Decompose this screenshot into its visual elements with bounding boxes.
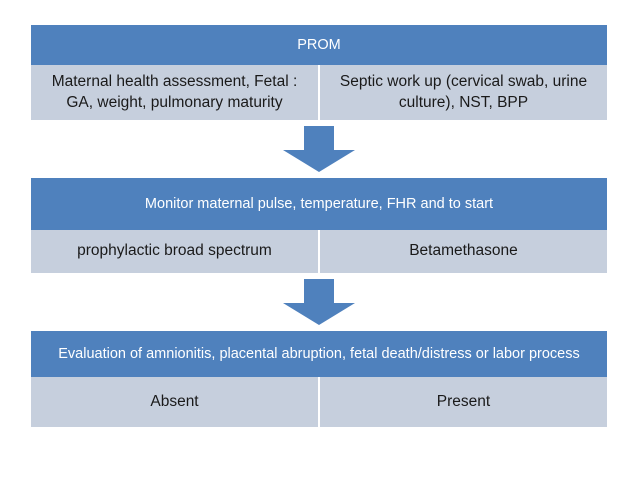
stage-3-cell-absent: Absent: [31, 377, 320, 427]
stage-2-cell-1: prophylactic broad spectrum: [31, 230, 320, 273]
stage-3-body: Absent Present: [31, 377, 607, 427]
stage-1-body: Maternal health assessment, Fetal : GA, …: [31, 65, 607, 120]
stage-3-header: Evaluation of amnionitis, placental abru…: [31, 331, 607, 377]
stage-2-cell-2: Betamethasone: [320, 230, 607, 273]
stage-2-header: Monitor maternal pulse, temperature, FHR…: [31, 178, 607, 230]
down-arrow-2: [282, 279, 356, 326]
stage-1-header: PROM: [31, 25, 607, 65]
stage-3-cell-present: Present: [320, 377, 607, 427]
stage-1-cell-1: Maternal health assessment, Fetal : GA, …: [31, 65, 320, 120]
stage-1-cell-2: Septic work up (cervical swab, urine cul…: [320, 65, 607, 120]
stage-2-body: prophylactic broad spectrum Betamethason…: [31, 230, 607, 273]
down-arrow-1: [282, 126, 356, 173]
